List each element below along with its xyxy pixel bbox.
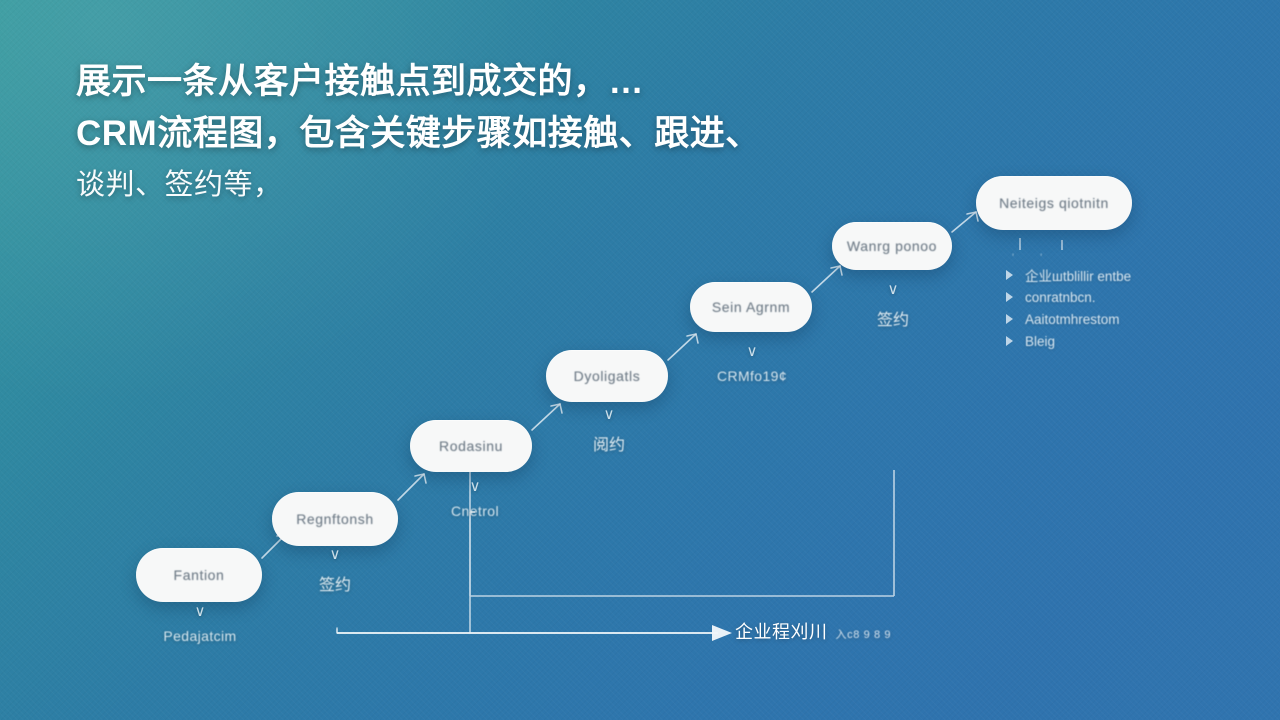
edge-label-text: CRMfo19¢ — [716, 368, 788, 384]
connector-arrowhead-5 — [830, 265, 843, 276]
connector-6-7 — [951, 211, 977, 233]
triangle-right-icon — [1006, 270, 1013, 280]
outcome-bullet-list: '' 企业шtblillir entbe conratnbcn. Aaitotm… — [1006, 252, 1206, 352]
edge-label-text: 签约 — [318, 577, 351, 594]
arrow-right-icon — [712, 625, 732, 641]
flow-node-sign-agreement[interactable]: Sein Agrnm — [690, 282, 812, 332]
flow-node-label: Dyoligatls — [573, 368, 641, 384]
flow-node-followup[interactable]: Rodasinu — [410, 420, 532, 472]
flow-node-label: Wanrg ponoo — [846, 238, 938, 254]
edge-label-text: Pedajatcim — [163, 628, 237, 644]
bullets-tick-row: '' — [1012, 252, 1069, 264]
flow-node-label: Fantion — [173, 567, 225, 583]
edge-label-contact: ∨ Pedajatcim — [160, 603, 240, 644]
connector-arrowhead-6 — [966, 211, 979, 222]
edge-label-text: 阅约 — [592, 437, 625, 454]
list-item-label: 企业шtblillir entbe — [1025, 269, 1132, 284]
chevron-down-icon: ∨ — [329, 546, 341, 563]
connector-arrowhead-2 — [414, 473, 427, 484]
flow-node-label: Regnftonsh — [296, 511, 374, 527]
page-title: 展示一条从客户接触点到成交的，… CRM流程图，包含关键步骤如接触、跟进、 谈判… — [76, 56, 936, 210]
flow-node-label: Rodasinu — [439, 438, 503, 454]
list-item[interactable]: 企业шtblillir entbe — [1006, 264, 1206, 286]
connector-2-3 — [397, 473, 425, 501]
flow-node-negotiation[interactable]: Dyoligatls — [546, 350, 668, 402]
flow-node-registration[interactable]: Regnftonsh — [272, 492, 398, 546]
connector-3-4 — [531, 403, 561, 431]
flow-node-contact[interactable]: Fantion — [136, 548, 262, 602]
edge-label-crm: ∨ CRMfo19¢ — [712, 343, 792, 384]
edge-label-text: Cnetrol — [451, 503, 499, 519]
list-item[interactable]: Aaitotmhrestom — [1006, 308, 1206, 330]
edge-label-text: 签约 — [876, 312, 909, 329]
flow-node-retention[interactable]: Neiteigs qiotnitn — [976, 176, 1132, 230]
list-item-label: Bleig — [1025, 333, 1056, 349]
bottom-summary: 企业程刈川 入c8 9 8 9 — [735, 618, 891, 644]
flow-node-winning[interactable]: Wanrg ponoo — [832, 222, 952, 270]
edge-label-sign-1: ∨ 签约 — [300, 546, 370, 595]
flow-node-label: Sein Agrnm — [711, 299, 791, 315]
connector-arrowhead-3 — [550, 403, 563, 414]
triangle-right-icon — [1006, 336, 1013, 346]
bottom-summary-main: 企业程刈川 — [735, 622, 828, 642]
title-line-2: CRM流程图，包含关键步骤如接触、跟进、 — [76, 114, 761, 153]
triangle-right-icon — [1006, 292, 1013, 302]
edge-label-sign-2: ∨ 签约 — [862, 281, 924, 330]
bottom-summary-sub: 入c8 9 8 9 — [835, 629, 892, 641]
title-line-1: 展示一条从客户接触点到成交的，… — [76, 62, 645, 101]
edge-label-control: ∨ Cnetrol — [440, 478, 510, 519]
title-line-3: 谈判、签约等， — [76, 169, 283, 201]
chevron-down-icon: ∨ — [603, 406, 615, 423]
connector-5-6 — [811, 265, 841, 293]
triangle-right-icon — [1006, 314, 1013, 324]
flow-node-label: Neiteigs qiotnitn — [999, 195, 1109, 211]
list-item[interactable]: conratnbcn. — [1006, 286, 1206, 308]
chevron-down-icon: ∨ — [887, 281, 899, 298]
chevron-down-icon: ∨ — [469, 478, 481, 495]
list-item-label: conratnbcn. — [1025, 289, 1096, 305]
connector-4-5 — [667, 333, 697, 361]
chevron-down-icon: ∨ — [194, 603, 206, 620]
list-item-label: Aaitotmhrestom — [1025, 311, 1120, 327]
chevron-down-icon: ∨ — [746, 343, 758, 360]
connector-arrowhead-4 — [686, 333, 699, 344]
edge-label-review: ∨ 阅约 — [578, 406, 640, 455]
list-item[interactable]: Bleig — [1006, 330, 1206, 352]
